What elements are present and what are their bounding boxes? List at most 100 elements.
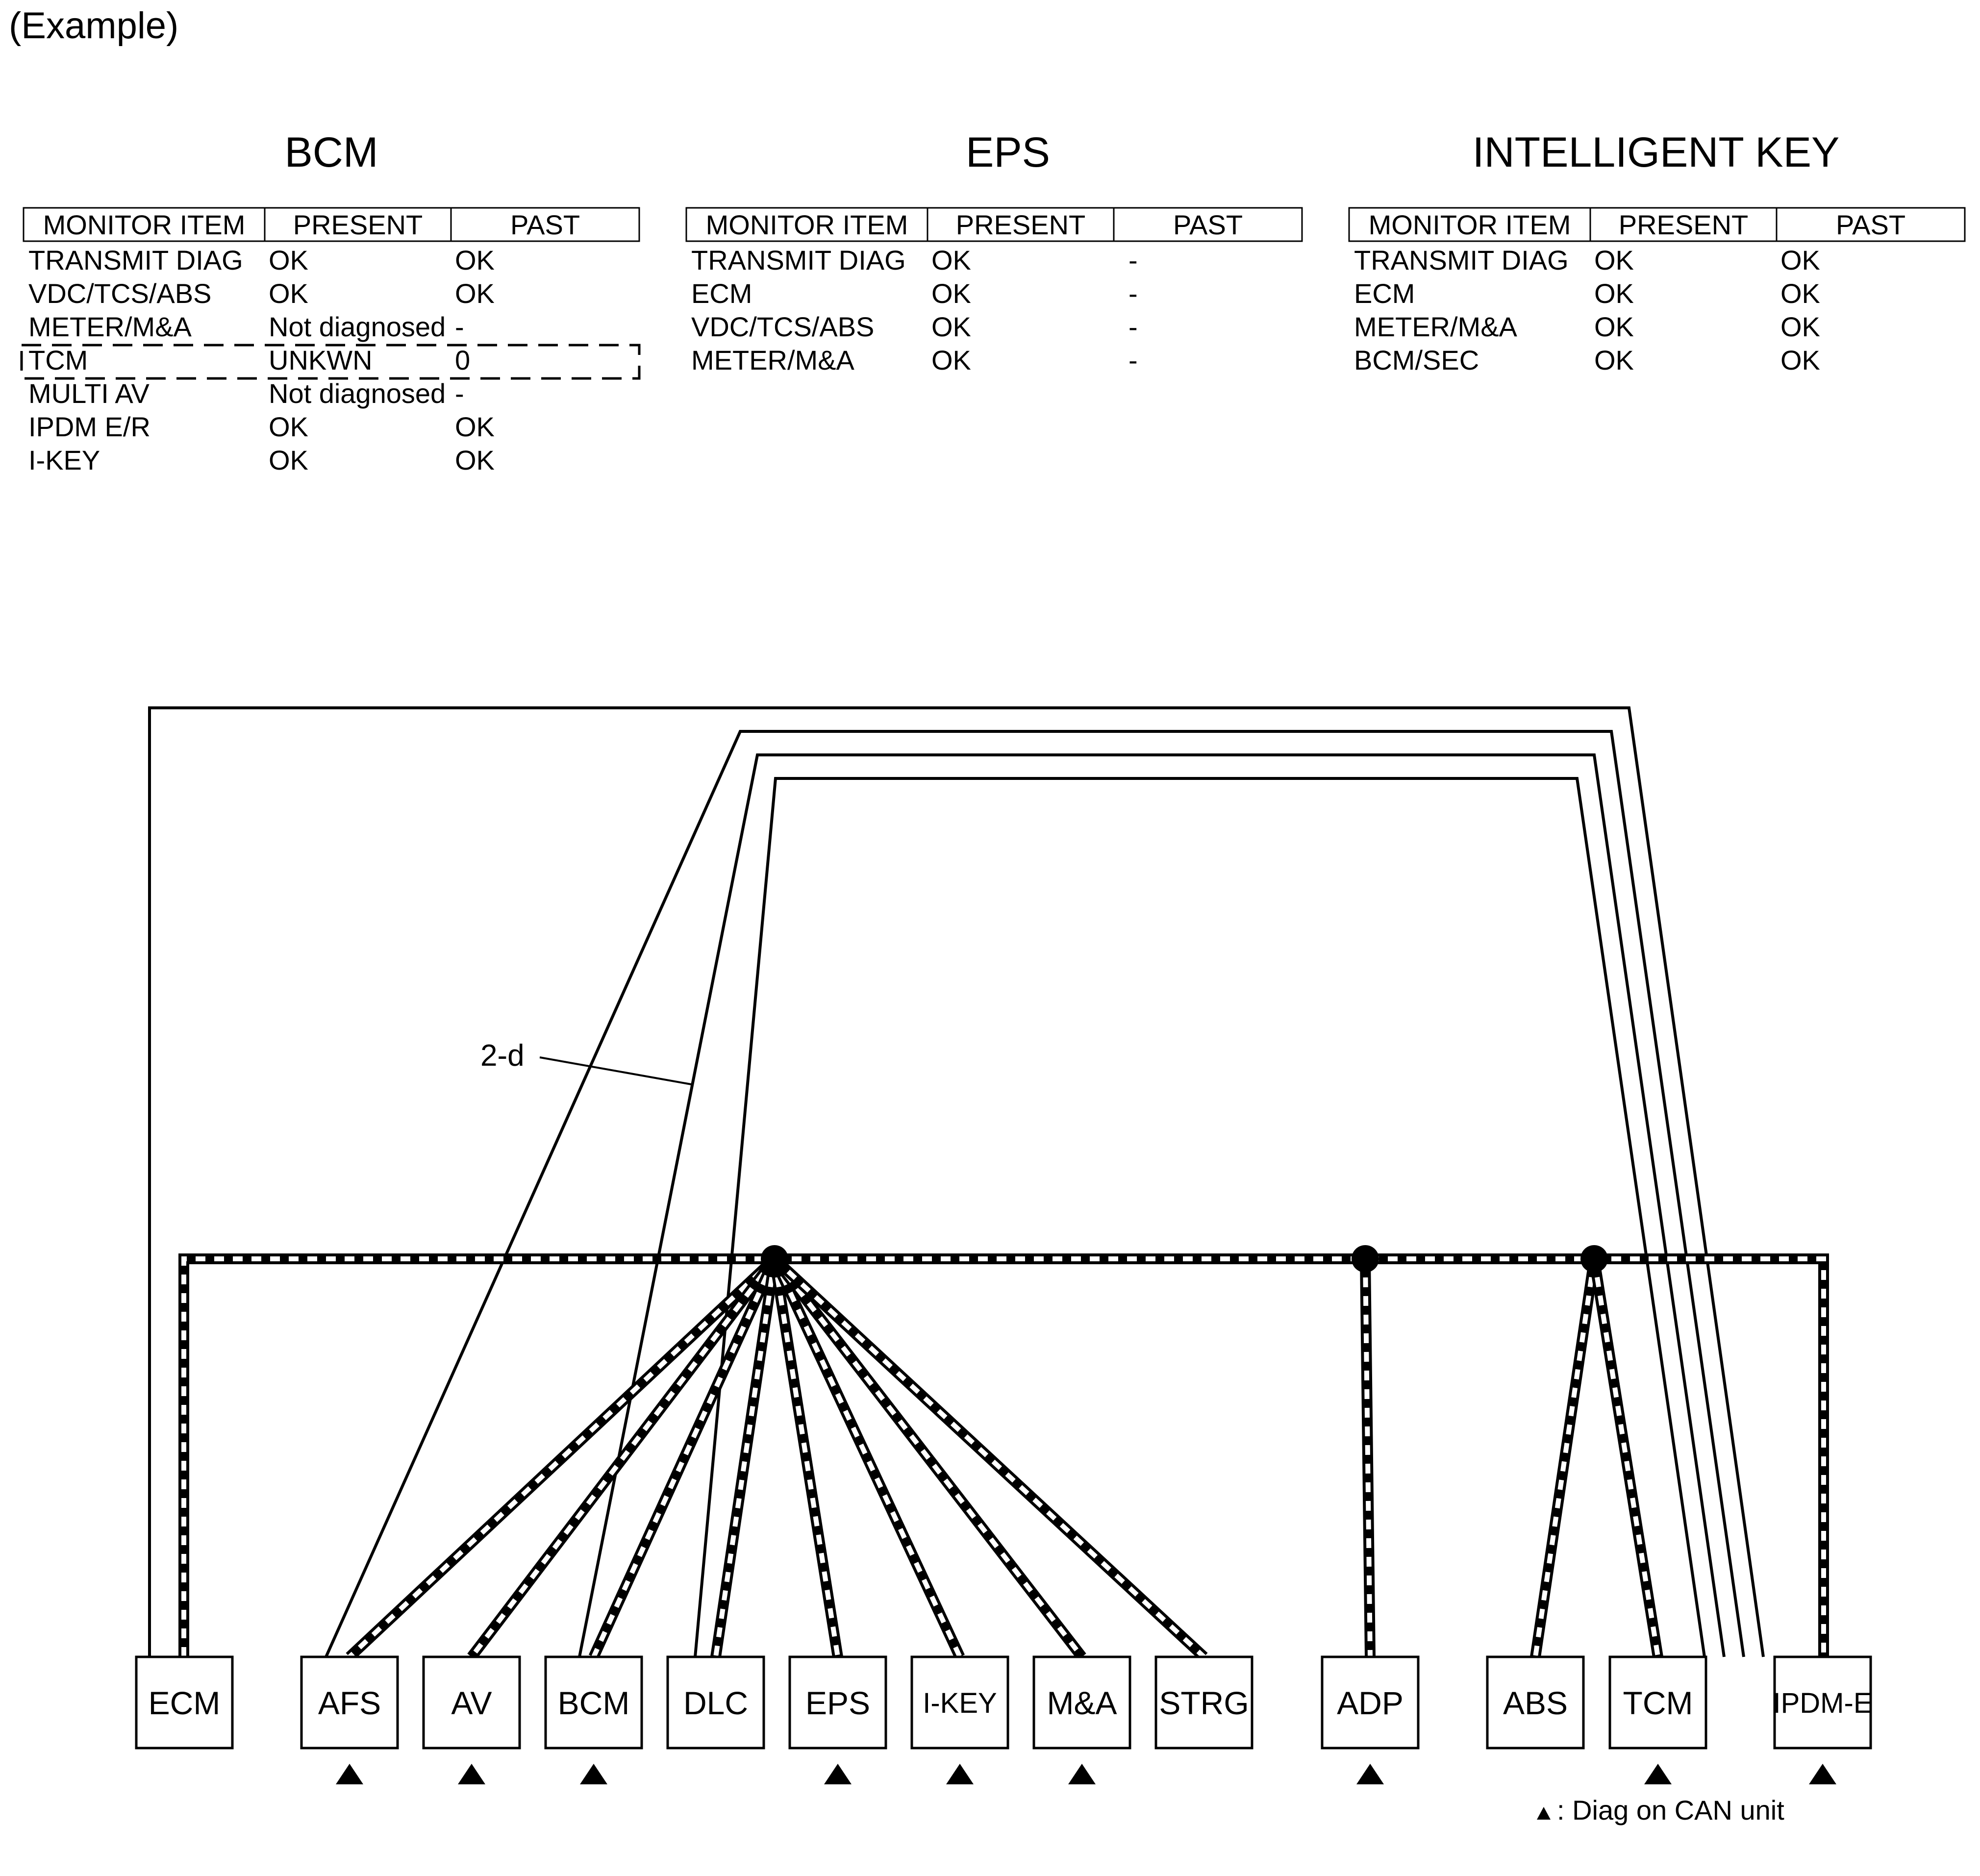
unit-av: AV <box>422 1655 521 1784</box>
unit-box <box>544 1655 643 1750</box>
table-cell: OK <box>1780 245 1820 275</box>
unit-label: AV <box>451 1685 492 1721</box>
unit-box <box>300 1655 399 1750</box>
unit-label: TCM <box>1623 1685 1693 1721</box>
table-cell: VDC/TCS/ABS <box>28 278 211 309</box>
table-header-cell: PAST <box>1836 209 1905 240</box>
unit-ecm: ECM <box>135 1655 234 1750</box>
page-heading: (Example) <box>9 5 178 47</box>
can-branch-dlc <box>710 1258 780 1658</box>
can-branch-strg <box>771 1254 1208 1661</box>
unit-strg: STRG <box>1154 1655 1253 1750</box>
table-cell: OK <box>455 278 495 309</box>
unit-box <box>666 1655 765 1750</box>
callout-leader <box>539 1056 692 1085</box>
table-cell: TCM <box>28 345 88 375</box>
comm-line-dlc <box>694 777 1706 1657</box>
table-cell: - <box>1128 245 1138 275</box>
table-cell: METER/M&A <box>1354 311 1518 342</box>
unit-box <box>135 1655 234 1750</box>
table-cell: OK <box>1780 345 1820 375</box>
table-cell: METER/M&A <box>28 311 192 342</box>
can-branch-i-key <box>770 1256 965 1659</box>
table-title: INTELLIGENT KEY <box>1473 129 1840 176</box>
table-cell: OK <box>1594 278 1634 309</box>
unit-label: STRG <box>1159 1685 1249 1721</box>
table-cell: OK <box>1594 245 1634 275</box>
callout-label: 2-d <box>480 1039 525 1073</box>
table-cell: I-KEY <box>28 445 100 475</box>
table-header-box <box>23 207 640 242</box>
table-cell: Not diagnosed <box>269 378 446 409</box>
unit-box <box>910 1655 1009 1750</box>
table-cell: VDC/TCS/ABS <box>691 311 874 342</box>
table-cell: OK <box>455 411 495 442</box>
table-cell: OK <box>1594 345 1634 375</box>
unit-bcm: BCM <box>544 1655 643 1784</box>
comm-line-bcm <box>578 753 1726 1657</box>
unit-m-a: M&A <box>1032 1655 1131 1784</box>
unit-box <box>1321 1655 1420 1750</box>
triangle-icon <box>1068 1764 1096 1784</box>
legend: : Diag on CAN unit <box>1537 1795 1784 1826</box>
table-cell: OK <box>269 411 308 442</box>
unit-label: IPDM-E <box>1773 1687 1873 1719</box>
junction-dot <box>1580 1245 1608 1273</box>
unit-dlc: DLC <box>666 1655 765 1750</box>
unit-label: AFS <box>318 1685 381 1721</box>
table-cell: - <box>1128 311 1138 342</box>
unit-i-key: I-KEY <box>910 1655 1009 1784</box>
table-cell: OK <box>1780 278 1820 309</box>
table-header-cell: PRESENT <box>1619 209 1749 240</box>
unit-box <box>422 1655 521 1750</box>
table-cell: ECM <box>691 278 752 309</box>
triangle-icon <box>458 1764 485 1784</box>
table-cell: OK <box>455 245 495 275</box>
unit-eps: EPS <box>788 1655 887 1784</box>
can-bus-lines <box>178 1253 1829 1661</box>
can-wiring: 2-d <box>148 706 1829 1661</box>
triangle-icon <box>1644 1764 1672 1784</box>
can-branch-m&a <box>770 1255 1086 1660</box>
table-cell: - <box>455 378 464 409</box>
can-branch-tcm <box>1589 1258 1663 1658</box>
table-header-box <box>685 207 1303 242</box>
table-header-cell: PAST <box>510 209 580 240</box>
junction-dot <box>1352 1245 1379 1273</box>
table-cell: UNKWN <box>269 345 373 375</box>
triangle-icon <box>336 1764 363 1784</box>
unit-ipdm-e: IPDM-E <box>1773 1655 1873 1784</box>
unit-afs: AFS <box>300 1655 399 1784</box>
unit-box <box>1154 1655 1253 1750</box>
table-cell: OK <box>1594 311 1634 342</box>
unit-label: BCM <box>558 1685 630 1721</box>
unit-box <box>1608 1655 1707 1750</box>
table-cell: METER/M&A <box>691 345 855 375</box>
can-branch-eps <box>769 1258 843 1658</box>
can-branch-afs <box>346 1254 778 1661</box>
comm-line-ecm <box>148 706 1765 1657</box>
unit-abs: ABS <box>1486 1655 1585 1750</box>
junction-dot <box>761 1245 788 1273</box>
unit-label: ECM <box>149 1685 221 1721</box>
unit-label: ADP <box>1337 1685 1404 1721</box>
table-title: BCM <box>284 129 378 176</box>
table-cell: - <box>455 311 464 342</box>
legend-text: : Diag on CAN unit <box>1557 1795 1784 1826</box>
table-cell: TRANSMIT DIAG <box>691 245 906 275</box>
